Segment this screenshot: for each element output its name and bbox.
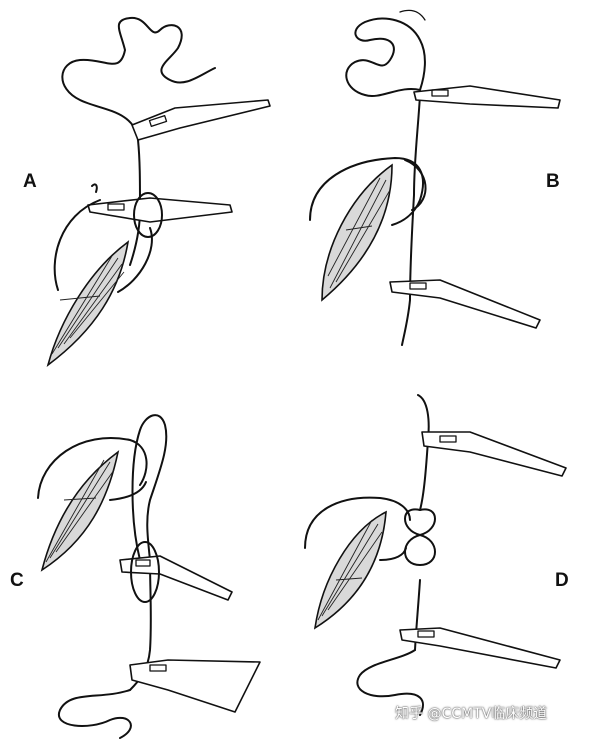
panel-c-suture-loop bbox=[131, 414, 168, 561]
panel-c-drawing bbox=[37, 414, 261, 739]
panel-a-suture-thread bbox=[61, 16, 216, 141]
panel-d-needle-holder-top bbox=[421, 431, 567, 477]
panel-b-needle-holder-top bbox=[413, 85, 561, 109]
panel-b-drawing bbox=[309, 9, 561, 346]
panel-label-c: C bbox=[10, 570, 24, 591]
panel-c-thread-loop bbox=[130, 541, 160, 603]
panel-d-needle-arc bbox=[304, 496, 411, 549]
panel-d-thread-vertical bbox=[417, 394, 430, 511]
watermark-text: 知乎 @CCMTV临床频道 bbox=[395, 706, 548, 722]
panel-d-drawing bbox=[304, 394, 567, 716]
panel-d-trailing-thread bbox=[356, 649, 424, 716]
panel-label-d: D bbox=[555, 570, 569, 591]
panel-c-trailing-thread bbox=[57, 689, 132, 739]
panel-d-figure-eight-knot bbox=[404, 508, 436, 566]
panel-label-a: A bbox=[23, 171, 37, 192]
panel-b-needle-holder-bottom bbox=[389, 279, 541, 329]
panel-a-needle-holder-top bbox=[131, 99, 271, 141]
panel-b-wound bbox=[321, 163, 393, 302]
panel-b-thread-vertical bbox=[401, 94, 421, 346]
panel-a-needle-arc bbox=[53, 199, 101, 291]
panel-b-suture-thread bbox=[345, 17, 426, 98]
panel-c-needle-arc bbox=[37, 437, 148, 499]
panel-b-needle-arc bbox=[309, 157, 424, 226]
panel-a-drawing bbox=[46, 16, 271, 368]
panel-c-needle-holder-bottom bbox=[129, 659, 261, 713]
panel-label-b: B bbox=[546, 171, 560, 192]
panel-a-thread-loop bbox=[133, 192, 163, 238]
panel-d-needle-holder-bottom bbox=[399, 627, 561, 669]
panel-c-needle-holder-middle bbox=[119, 555, 233, 601]
